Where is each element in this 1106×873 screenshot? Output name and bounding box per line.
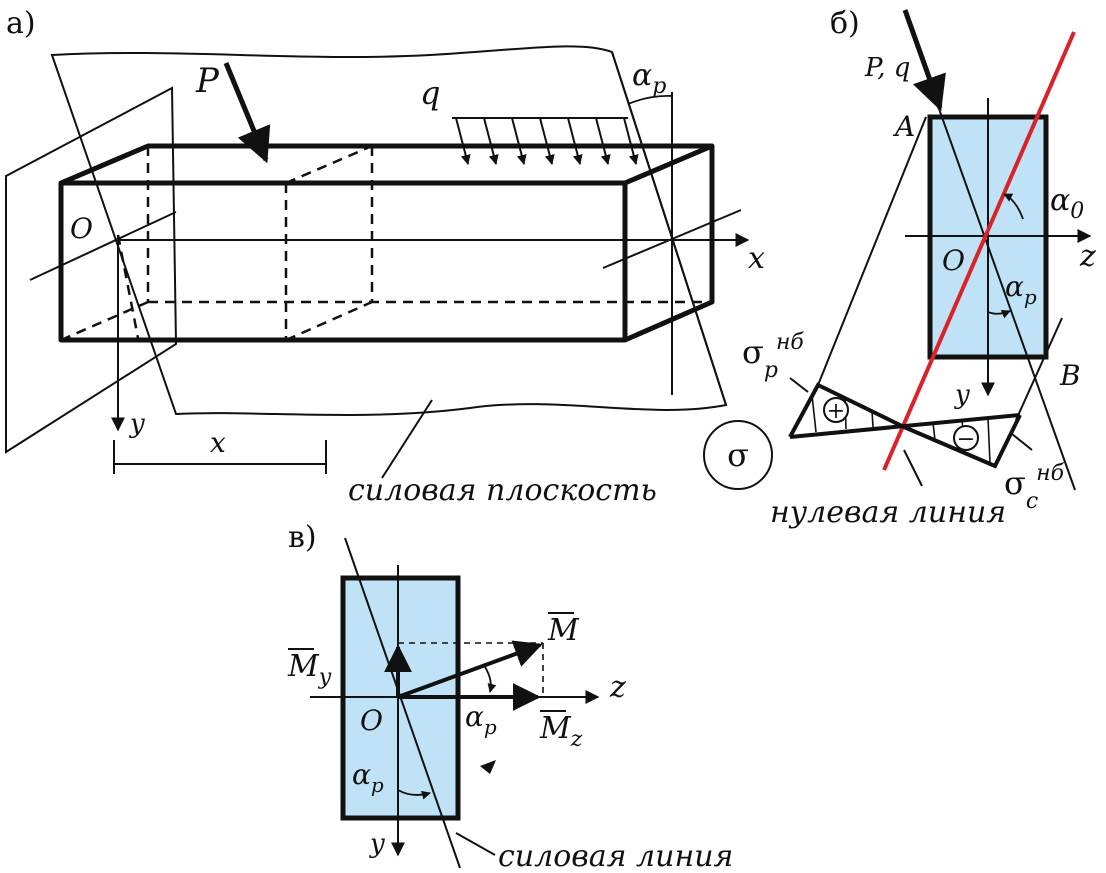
plane-caption-leader — [381, 399, 433, 479]
beam-visible-edges — [58, 143, 715, 343]
load-label-b: P, q — [864, 53, 910, 83]
stress-diagram: + − — [788, 116, 1063, 469]
force-p-label: P — [195, 61, 220, 101]
y-axis-label-a: y — [129, 409, 145, 439]
load-q-arrow — [623, 117, 639, 165]
panel-a: а) O x y — [5, 6, 773, 508]
line-caption-leader — [455, 832, 496, 856]
moment-mz-label: Mz — [539, 711, 583, 752]
point-a-label: A — [892, 110, 915, 143]
minus-sign: − — [957, 427, 975, 452]
load-q-arrow — [595, 117, 611, 165]
tension-triangle — [788, 382, 905, 438]
neutral-caption-leader — [903, 449, 923, 487]
moment-m-label: M — [547, 613, 580, 648]
panel-c-label: в) — [288, 520, 317, 555]
alpha-p-label-b: αp — [1005, 270, 1037, 309]
x-axis-label: x — [748, 241, 765, 276]
panel-b: б) P, q + — [742, 6, 1096, 530]
moment-my-label: My — [287, 649, 332, 690]
force-line-c — [344, 537, 461, 869]
support-wall — [5, 86, 178, 454]
load-q-arrow — [483, 117, 499, 165]
load-arrow-b — [902, 9, 946, 112]
origin-label-b: O — [942, 244, 965, 277]
point-b-label: B — [1059, 359, 1081, 392]
force-plane-trace — [611, 51, 727, 406]
sigma-c-label: σcнб — [1004, 461, 1065, 514]
alpha-p-label-a: αp — [632, 58, 666, 99]
projection-line-b — [1015, 317, 1063, 421]
panel-b-label: б) — [830, 6, 860, 41]
alpha0-label: α0 — [1050, 183, 1084, 224]
load-q-arrow — [455, 117, 471, 165]
force-plane-caption: силовая плоскость — [348, 473, 657, 508]
load-q-label: q — [420, 74, 440, 112]
alpha-p-arc-b — [987, 309, 1011, 319]
sigma-circle — [703, 420, 773, 490]
origin-label-c: O — [360, 704, 383, 737]
load-q-arrow — [511, 117, 527, 165]
force-line-caption: силовая линия — [498, 839, 733, 873]
alpha-arc-c-bottom — [397, 789, 431, 800]
alpha-p-label-c: αp — [465, 700, 497, 739]
panel-c: в) M My Mz O z y αp αp силовая линия — [287, 520, 733, 873]
distributed-load-q — [452, 117, 639, 165]
projection-line-a — [817, 116, 927, 386]
load-q-arrow — [567, 117, 583, 165]
sigma-p-label: σpнб — [742, 330, 804, 383]
force-p-arrow — [223, 62, 271, 164]
minus-circle — [953, 425, 979, 451]
y-axis-label-c: y — [369, 829, 385, 859]
z-axis-line-start — [29, 211, 177, 281]
alpha-arc-c-top — [484, 666, 497, 693]
sigma-c-leader — [1011, 433, 1033, 451]
neutral-line-caption: нулевая линия — [770, 495, 1006, 530]
moment-m-vector — [397, 640, 543, 699]
alpha0-arc — [1003, 193, 1024, 220]
sigma-p-leader — [789, 377, 809, 393]
z-axis-label-b: z — [1079, 239, 1096, 274]
neutral-line — [882, 31, 1076, 471]
plus-circle — [823, 397, 849, 423]
force-line-b — [917, 49, 1076, 491]
sigma-circle-label: σ — [727, 436, 749, 474]
origin-label-a: O — [70, 212, 93, 245]
alpha-p-label-c2: αp — [352, 758, 384, 797]
beam-hidden-edges — [60, 144, 712, 342]
y-axis-label-b: y — [954, 380, 970, 410]
plus-sign: + — [827, 399, 845, 424]
load-q-arrow — [539, 117, 555, 165]
angle-alpha-arc-a — [627, 95, 673, 105]
x-dimension-label: x — [210, 426, 226, 459]
small-pointer-mark — [480, 760, 496, 774]
panel-a-label: а) — [6, 6, 36, 41]
z-axis-label-c: z — [609, 670, 626, 705]
